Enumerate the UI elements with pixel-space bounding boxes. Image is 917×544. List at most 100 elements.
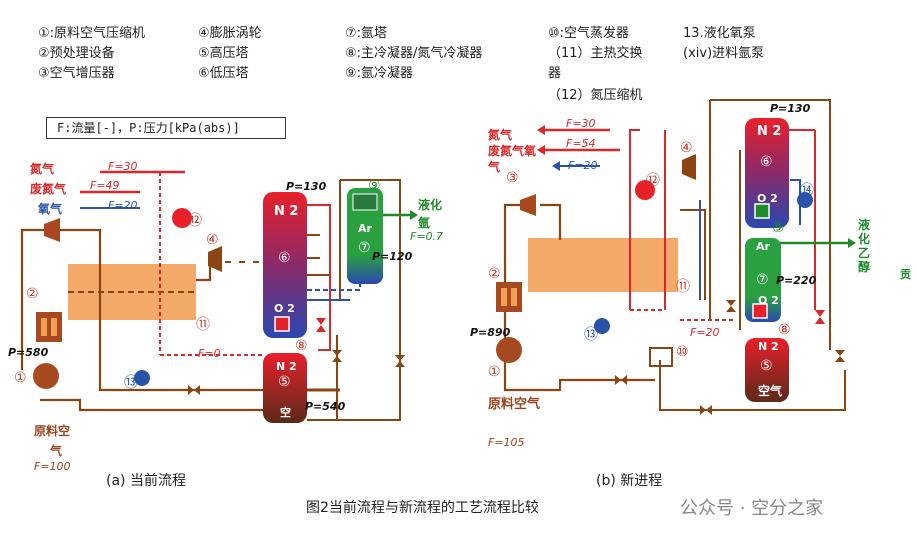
right-ar-text: Ar — [756, 240, 770, 253]
left-num-6: ⑥ — [278, 250, 291, 266]
left-low-pressure-tower — [263, 192, 307, 338]
right-num-5: ⑤ — [760, 358, 773, 374]
legend-item-1: ①:原料空气压缩机 — [38, 26, 146, 41]
legend-item-14: (xiv)进料氩泵 — [683, 46, 765, 61]
left-num-1: ① — [14, 370, 27, 386]
right-n2-tower-text: N 2 — [757, 124, 782, 139]
legend-item-12: （12）氮压缩机 — [548, 88, 643, 103]
left-num-3: ③ — [44, 224, 57, 240]
left-expander — [208, 246, 222, 272]
watermark: 公众号 · 空分之家 — [680, 498, 824, 519]
left-num-13: ⑬ — [124, 375, 138, 391]
left-p120: P=120 — [372, 250, 413, 263]
left-n2-label: 氮气 — [30, 162, 55, 176]
left-f0: F=0 — [198, 347, 221, 360]
left-p540: P=540 — [305, 400, 346, 413]
right-expander — [682, 154, 696, 180]
right-waste-n2-label-b: 气 — [488, 160, 501, 174]
right-num-9: ⑨ — [772, 220, 785, 236]
left-pretreatment — [36, 312, 62, 342]
left-liq-ar: 液化 — [418, 198, 443, 212]
right-n2-label: 氮气 — [488, 128, 513, 142]
right-heat-exchanger — [528, 238, 678, 292]
legend-item-3: ③空气增压器 — [38, 66, 115, 81]
left-ar-text: Ar — [358, 222, 372, 235]
units-note: F:流量[-]，P:压力[kPa(abs)] — [46, 117, 286, 139]
right-feed-air: 原料空气 — [488, 397, 541, 412]
right-p220: P=220 — [776, 274, 817, 287]
left-p130: P=130 — [286, 180, 327, 193]
right-low-pressure-tower — [745, 118, 789, 228]
right-f105: F=105 — [488, 436, 525, 449]
legend-item-9: ⑨:氩冷凝器 — [345, 66, 414, 81]
right-high-pressure-tower — [745, 338, 789, 402]
right-num-12: ⑫ — [646, 173, 660, 189]
legend-item-8: ⑧:主冷凝器/氮气冷凝器 — [345, 46, 483, 61]
right-liq-4: 醇 — [858, 260, 871, 274]
left-num-4: ④ — [206, 232, 219, 248]
left-liq-ar2: 氩 — [418, 216, 431, 230]
right-caption: (b) 新进程 — [596, 473, 663, 489]
right-booster — [520, 194, 536, 216]
right-air-evaporator — [649, 347, 673, 367]
right-num-3: ③ — [506, 170, 519, 186]
legend-item-2: ②预处理设备 — [38, 46, 115, 61]
right-num-14: ⑭ — [800, 183, 814, 199]
right-num-10: ⑩ — [676, 344, 689, 360]
right-waste-n2-label: 废氮气氧 — [488, 144, 537, 158]
left-f100: F=100 — [34, 460, 71, 473]
left-o2-label: 氧气 — [38, 202, 63, 216]
legend-item-5: ⑤高压塔 — [198, 46, 249, 61]
left-o2-tower-text: O 2 — [274, 302, 295, 315]
right-num-13: ⑬ — [584, 327, 598, 343]
legend-item-11b: 器 — [548, 66, 562, 81]
right-num-8: ⑧ — [778, 322, 791, 338]
legend-item-10: ⑩:空气蒸发器 — [548, 26, 630, 41]
right-n2-compressor — [635, 180, 655, 200]
left-num-12: ⑫ — [188, 213, 202, 229]
right-num-1: ① — [488, 364, 501, 380]
right-num-11: ⑪ — [676, 279, 690, 295]
left-high-pressure-tower — [263, 353, 307, 423]
left-num-11: ⑪ — [196, 317, 210, 333]
left-num-8: ⑧ — [295, 338, 308, 354]
right-num-2: ② — [488, 266, 501, 282]
left-booster — [44, 218, 60, 242]
legend-item-7: ⑦:氩塔 — [345, 26, 388, 41]
right-f30: F=30 — [566, 117, 596, 130]
right-n2-hp-text: N 2 — [758, 340, 779, 353]
legend-item-4: ④膨胀涡轮 — [198, 26, 262, 41]
left-waste-n2-label: 废氮气 — [30, 182, 67, 196]
right-liq-2: 化 — [858, 232, 871, 246]
legend-item-6: ⑥低压塔 — [198, 66, 249, 81]
right-feed-ar-pump — [797, 192, 813, 208]
right-compressor-1 — [496, 337, 522, 363]
right-liq-3: 乙 — [858, 246, 871, 260]
left-feed-air2: 气 — [50, 444, 63, 458]
left-f30: F=30 — [108, 160, 138, 173]
right-o2b-text: O 2 — [758, 294, 779, 307]
right-o2-tower-text: O 2 — [757, 192, 778, 205]
left-compressor-1 — [33, 363, 59, 389]
left-lox-pump — [134, 370, 150, 386]
left-caption: (a) 当前流程 — [106, 473, 186, 489]
right-p130: P=130 — [770, 102, 811, 115]
left-num-7: ⑦ — [358, 240, 371, 256]
left-n2-tower-text: N 2 — [274, 204, 299, 219]
left-num-9: ⑨ — [368, 178, 381, 194]
legend-item-13: 13.液化氧泵 — [683, 26, 756, 41]
right-liq-1: 液 — [858, 218, 871, 232]
right-f20b: F=20 — [690, 326, 720, 339]
left-n2-compressor — [172, 208, 192, 228]
right-lox-pump — [594, 318, 610, 334]
right-kong-text: 空气 — [758, 384, 783, 398]
left-argon-tower — [347, 188, 383, 284]
right-num-4: ④ — [680, 140, 693, 156]
left-n2-hp-text: N 2 — [276, 360, 297, 373]
left-feed-air: 原料空 — [34, 424, 71, 438]
right-num-7: ⑦ — [756, 272, 769, 288]
left-kong-text: 空 — [280, 406, 291, 419]
left-num-2: ② — [26, 286, 39, 302]
right-p890: P=890 — [470, 326, 511, 339]
